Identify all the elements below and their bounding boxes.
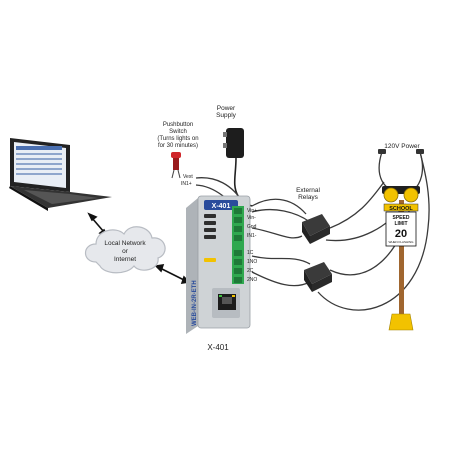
sign-line-2: LIMIT [394,221,407,227]
speed-sign-icon: SCHOOL SPEED LIMIT 20 WHEN FLASHING [382,186,420,331]
pushbutton-label-4: for 30 minutes) [158,143,198,149]
terminal-1c: 1C [247,250,254,256]
device-name-label: X-401 [207,343,229,352]
network-device-arrow [154,264,191,284]
sign-footer: WHEN FLASHING [388,240,414,244]
power-supply-label-1: Power [217,105,236,112]
network-label-3: Internet [114,256,136,263]
pushbutton-label-2: Switch [169,129,187,135]
cloud-icon [84,226,166,274]
network-label-2: or [122,248,129,255]
ethernet-port-icon [218,294,236,310]
sign-number: 20 [395,228,407,240]
pushbutton-label-3: (Turns lights on [157,136,198,142]
device-side-text: WEB-IN-2R-ETH [192,280,198,326]
power-plug-right [416,149,424,154]
sign-header: SCHOOL [389,206,413,212]
relay-icon [302,214,330,244]
device-logo: X-401 [212,203,231,210]
network-label-1: Local Network [104,240,146,247]
terminal-labels: Vin+ Vin- Gnd IN1- 1C 1NO 2C 2NO [247,208,257,283]
terminal-gnd: Gnd [247,224,257,230]
terminal-vin-minus: Vin- [247,215,256,221]
external-relays-label-2: Relays [298,194,319,201]
laptop-icon [9,138,112,211]
pushbutton-label-1: Pushbutton [163,122,193,128]
power-120v-label: 120V Power [384,143,420,150]
terminal-2c: 2C [247,268,254,274]
relay-icon [304,262,332,292]
terminal-vext-label: Vext [183,174,193,180]
terminal-block [232,206,244,284]
power-supply-label-2: Supply [216,112,237,119]
terminal-in1-minus: IN1- [247,233,257,239]
terminal-in1plus-label: IN1+ [181,181,192,187]
power-adapter-icon [223,128,244,158]
sign-line-1: SPEED [393,215,410,221]
power-plug-left [378,149,386,154]
external-relays-label-1: External [296,187,320,194]
terminal-2no: 2NO [247,277,257,283]
terminal-1no: 1NO [247,259,257,265]
pushbutton-icon [171,152,181,179]
terminal-vin-plus: Vin+ [247,208,257,214]
